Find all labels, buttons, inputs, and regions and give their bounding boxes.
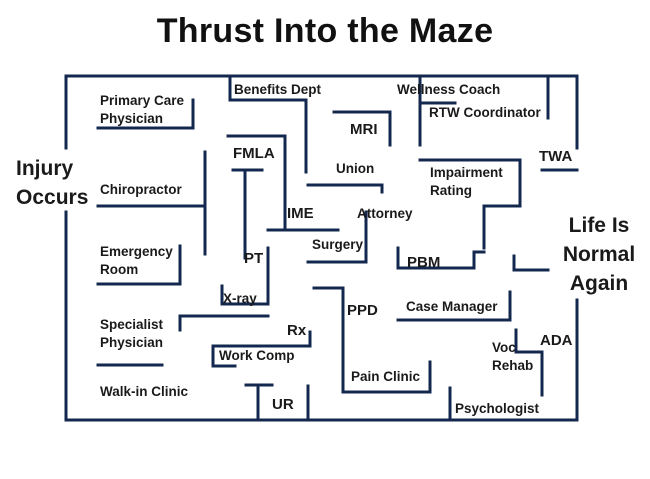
- start-label: Injury Occurs: [16, 154, 88, 212]
- ime-label: IME: [287, 205, 314, 222]
- maze-wall: [512, 254, 550, 272]
- maze-wall: [306, 210, 368, 264]
- maze-wall: [396, 246, 486, 270]
- maze-wall: [418, 158, 522, 250]
- impairment-line-2: Rating: [430, 183, 472, 198]
- voc-rehab-line-1: Voc: [492, 340, 516, 355]
- finish-label: Life Is Normal Again: [556, 211, 642, 298]
- twa-label: TWA: [539, 148, 573, 165]
- pbm-label: PBM: [407, 254, 441, 271]
- maze-wall: [312, 286, 432, 394]
- finish-line-1: Life Is: [568, 214, 630, 237]
- primary-care-label: Primary Care Physician: [100, 92, 184, 128]
- rx-label: Rx: [287, 322, 307, 339]
- case-manager-label: Case Manager: [406, 299, 498, 314]
- start-line-1: Injury: [16, 157, 74, 180]
- emergency-line-1: Emergency: [100, 244, 173, 259]
- xray-label: X-ray: [223, 291, 257, 306]
- maze-wall: [96, 98, 195, 130]
- union-label: Union: [336, 161, 375, 176]
- voc-rehab-label: Voc Rehab: [492, 339, 533, 375]
- maze-wall: [64, 210, 579, 422]
- attorney-label: Attorney: [357, 206, 413, 221]
- rtw-coordinator-label: RTW Coordinator: [429, 105, 541, 120]
- mri-label: MRI: [350, 121, 378, 138]
- work-comp-label: Work Comp: [219, 348, 295, 363]
- maze-wall: [211, 330, 312, 348]
- start-line-2: Occurs: [16, 186, 89, 209]
- pain-clinic-label: Pain Clinic: [351, 369, 421, 384]
- fmla-label: FMLA: [233, 145, 275, 162]
- primary-care-line-2: Physician: [100, 111, 164, 126]
- ur-label: UR: [272, 396, 294, 413]
- maze-wall: [220, 246, 270, 306]
- chiropractor-label: Chiropractor: [100, 182, 182, 197]
- surgery-label: Surgery: [312, 237, 364, 252]
- primary-care-line-1: Primary Care: [100, 93, 185, 108]
- maze-wall: [306, 183, 384, 194]
- maze-wall: [228, 74, 308, 174]
- impairment-rating-label: Impairment Rating: [430, 164, 503, 200]
- specialist-physician-label: Specialist Physician: [100, 316, 163, 352]
- page-title: Thrust Into the Maze: [156, 12, 494, 50]
- maze-wall: [226, 134, 287, 230]
- emergency-room-label: Emergency Room: [100, 243, 173, 279]
- pt-label: PT: [244, 250, 264, 267]
- maze-wall: [64, 74, 579, 150]
- maze-wall: [96, 244, 182, 286]
- maze-wall: [514, 328, 544, 354]
- specialist-line-1: Specialist: [100, 317, 164, 332]
- ppd-label: PPD: [347, 302, 378, 319]
- impairment-line-1: Impairment: [430, 165, 503, 180]
- wellness-coach-label: Wellness Coach: [397, 82, 501, 97]
- maze-wall: [396, 290, 512, 322]
- voc-rehab-line-2: Rehab: [492, 358, 534, 373]
- maze-wall: [332, 110, 392, 147]
- maze-wall: [211, 344, 237, 368]
- emergency-line-2: Room: [100, 262, 139, 277]
- finish-line-2: Normal: [562, 243, 636, 266]
- specialist-line-2: Physician: [100, 335, 164, 350]
- finish-line-3: Again: [569, 272, 629, 295]
- ada-label: ADA: [540, 332, 573, 349]
- walkin-clinic-label: Walk-in Clinic: [100, 384, 189, 399]
- psychologist-label: Psychologist: [455, 401, 540, 416]
- benefits-dept-label: Benefits Dept: [234, 82, 322, 97]
